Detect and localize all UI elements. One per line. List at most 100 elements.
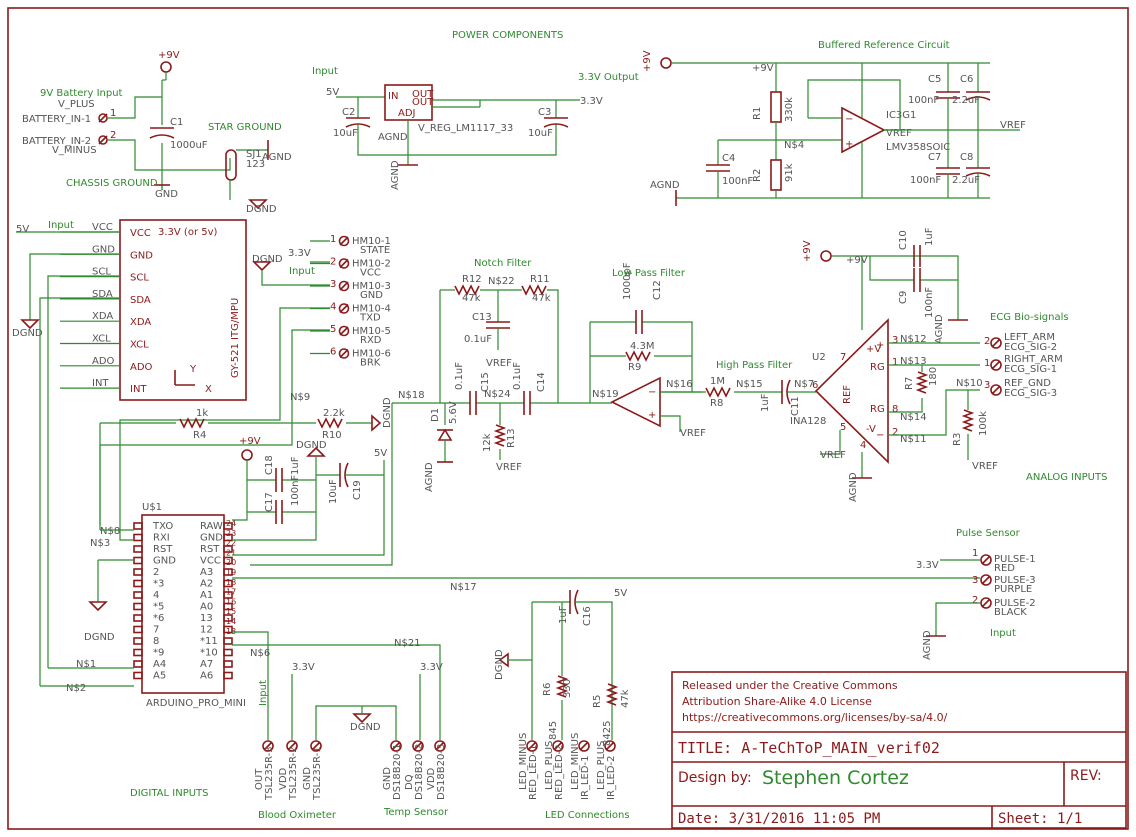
r8-value: 1M	[710, 376, 725, 387]
r10-dgnd-label: DGND	[382, 397, 393, 428]
ref-gnd-label: REF_GND	[1004, 378, 1051, 389]
r8-label: R8	[710, 398, 723, 409]
ds18b20-pin-2[interactable]	[412, 740, 424, 752]
mpu-pin-net-vcc: VCC	[92, 222, 113, 233]
n1-label: N$1	[76, 659, 96, 670]
hm10-1-label: HM10-1	[352, 236, 391, 247]
ecg-sig2-pin[interactable]	[990, 337, 1002, 349]
svg-text:3: 3	[972, 575, 978, 586]
arduino-right-pin: RAW	[200, 521, 223, 532]
r7-value: 180	[928, 367, 939, 386]
pulse-1-pin[interactable]	[980, 554, 992, 566]
dgnd-label-1: DGND	[246, 204, 277, 215]
hm10-pin-6[interactable]	[338, 348, 350, 359]
c16-value: 1uF	[558, 605, 569, 624]
led-pin-3[interactable]	[578, 740, 590, 752]
r4-value: 1k	[196, 408, 208, 419]
power-components-title: POWER COMPONENTS	[452, 30, 563, 41]
r10-resistor	[317, 417, 343, 429]
sheet-frame	[7, 7, 1129, 830]
reg-in-pin: IN	[388, 91, 398, 102]
r10-label: R10	[322, 430, 342, 441]
r2-resistor	[770, 159, 782, 191]
r5-value: 47k	[620, 689, 631, 708]
svg-text:RG: RG	[870, 404, 885, 415]
ds18b20-pin-3[interactable]	[434, 740, 446, 752]
tsl235r-label-1: TSL235R-3	[264, 746, 275, 801]
design-by-label: Design by:	[678, 770, 752, 786]
n15-label: N$15	[736, 379, 763, 390]
svg-text:+: +	[845, 139, 853, 150]
c11-value: 1uF	[760, 393, 771, 412]
ecg-sig2-label: ECG_SIG-2	[1004, 342, 1057, 353]
led-5v-label: 5V	[614, 588, 627, 599]
ecg-sig3-pin[interactable]	[990, 384, 1002, 396]
battery-input-label: 9V Battery Input	[40, 88, 123, 99]
ina-agnd-label: AGND	[934, 314, 945, 344]
n13-label: N$13	[900, 356, 927, 367]
hm10-input-label: Input	[289, 266, 315, 277]
c18-label: C18	[264, 455, 275, 475]
svg-text:3: 3	[984, 380, 990, 391]
ds18b20-pin-1[interactable]	[390, 740, 402, 752]
buffer-vref-pin: VREF	[886, 128, 912, 139]
arduino-left-pin: 7	[153, 625, 159, 636]
hm10-pin-4[interactable]	[338, 303, 350, 314]
pulse-2-pin[interactable]	[980, 597, 992, 609]
hm10-5-signal: RXD	[360, 335, 382, 346]
ina-agnd-label-2: AGND	[848, 472, 859, 502]
svg-text:−: −	[876, 430, 884, 441]
battery-in2-label: BATTERY_IN-2	[22, 136, 91, 147]
led-label-2: RED_LED-2	[554, 744, 565, 800]
hm10-6-label: HM10-6	[352, 349, 391, 360]
reg-out-pin-1: OUT	[412, 89, 434, 100]
ecg-sig1-pin[interactable]	[990, 359, 1002, 371]
svg-text:5: 5	[330, 324, 336, 335]
hm10-pin-1[interactable]	[338, 235, 350, 247]
led-pin-4[interactable]	[604, 740, 616, 752]
r3-resistor	[961, 409, 975, 432]
n17-label: N$17	[450, 582, 477, 593]
lowpass-filter-title: Low Pass Filter	[612, 268, 686, 279]
arduino-right-pin: GND	[200, 533, 223, 544]
n18-label: N$18	[398, 390, 425, 401]
r2-label: R2	[752, 169, 763, 182]
hm10-pin-3[interactable]	[338, 280, 350, 292]
chassis-ground-label: CHASSIS GROUND	[66, 178, 158, 189]
pulse-3-pin[interactable]	[980, 574, 992, 586]
buffer-plus9-label: +9V	[752, 63, 774, 74]
designer-name: Stephen Cortez	[762, 767, 909, 789]
u2-label: U2	[812, 352, 826, 363]
right-arm-label: RIGHT_ARM	[1004, 354, 1063, 365]
n10-label: N$10	[956, 378, 983, 389]
tsl235r-signal-2: VDD	[278, 767, 289, 790]
r2-value: 91k	[784, 163, 795, 182]
r3-vref-label: VREF	[972, 461, 998, 472]
arduino-left-pin: RST	[153, 544, 173, 555]
plus9v-symbol-2	[660, 57, 672, 69]
n3-label: N$3	[90, 538, 110, 549]
r4-resistor	[179, 417, 205, 429]
tsl235r-pin-2[interactable]	[286, 740, 298, 752]
tsl235r-pin-3[interactable]	[310, 740, 322, 752]
c14-label: C14	[536, 372, 547, 392]
c17-value: 100nF	[290, 475, 301, 506]
led-pin-1[interactable]	[526, 740, 538, 752]
r12-value: 47k	[462, 293, 481, 304]
r5-label: R5	[592, 695, 603, 708]
hm10-33v-label: 3.3V	[288, 248, 311, 259]
arduino-left-pin: A5	[153, 671, 166, 682]
hm10-pin-2[interactable]	[338, 258, 350, 269]
hm10-4-label: HM10-4	[352, 304, 391, 315]
r3-label: R3	[952, 433, 963, 446]
filter-section: Notch Filter R12 47k R11 47k N$22 C13 0.…	[99, 258, 816, 566]
star-ground-label: STAR GROUND	[208, 122, 282, 133]
ecg-biosignals-title: ECG Bio-signals	[990, 312, 1069, 323]
hm10-pin-5[interactable]	[338, 325, 350, 337]
svg-text:−: −	[845, 114, 853, 125]
r4-label: R4	[193, 430, 206, 441]
tsl235r-pin-1[interactable]	[262, 740, 274, 752]
led-pin-2[interactable]	[552, 740, 564, 752]
n14-label: N$14	[900, 412, 927, 423]
